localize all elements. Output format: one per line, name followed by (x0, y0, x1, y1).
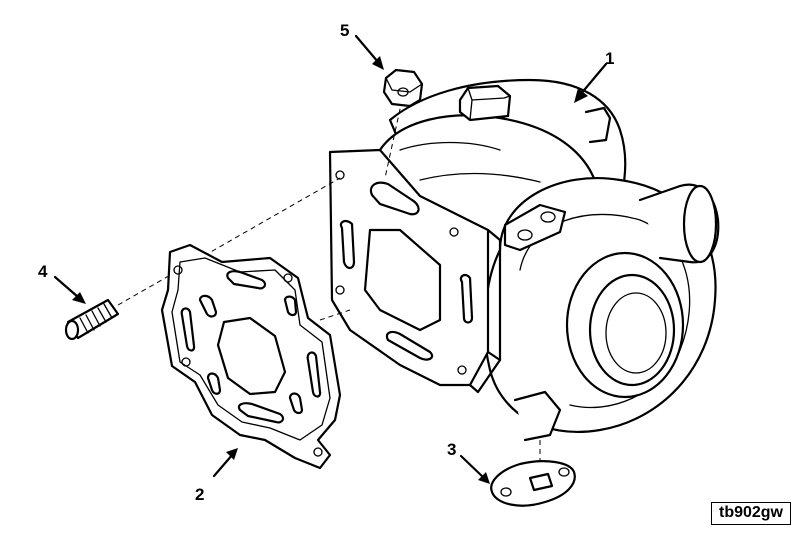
alignment-lines (117, 99, 403, 321)
callout-4: 4 (38, 262, 48, 281)
nut (382, 68, 424, 108)
callout-1: 1 (605, 49, 614, 68)
turbocharger (328, 78, 720, 470)
callout-2: 2 (195, 485, 204, 504)
gasket (160, 243, 342, 470)
oil-drain-gasket (490, 460, 576, 507)
figure-code-label: tb902gw (711, 502, 791, 525)
callout-3: 3 (447, 440, 456, 459)
callout-5: 5 (340, 21, 349, 40)
stud (64, 298, 120, 341)
leader-arrows (53, 34, 608, 484)
